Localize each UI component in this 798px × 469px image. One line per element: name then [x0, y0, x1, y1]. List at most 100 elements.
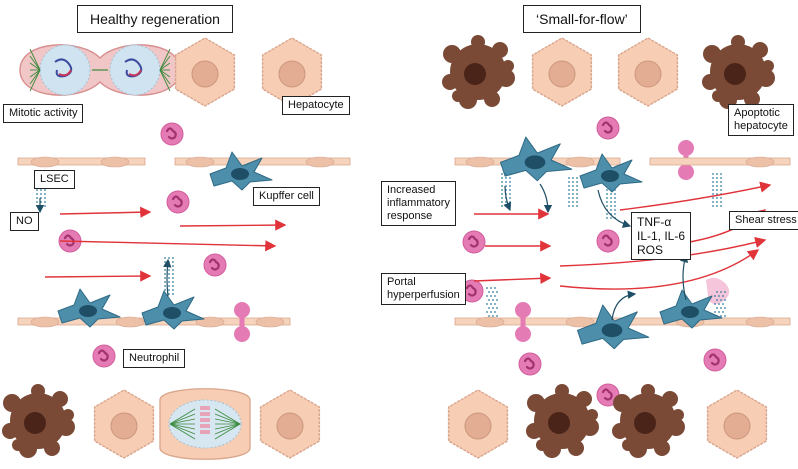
neutrophil-nucleus	[601, 234, 613, 247]
no-dot	[501, 197, 503, 199]
neutrophil-part-top	[234, 302, 250, 318]
hepatocyte-cell	[531, 37, 593, 107]
lsec-nucleus	[565, 316, 595, 328]
no-dot	[168, 257, 170, 259]
no-dot	[44, 193, 46, 195]
apoptotic-nucleus	[548, 412, 570, 434]
no-dot	[606, 213, 608, 215]
lsec-endothelium	[649, 156, 791, 168]
no-dot	[568, 177, 570, 179]
lsec-nucleus	[565, 156, 595, 168]
hepatocyte-nucleus	[278, 60, 306, 88]
neutrophil	[596, 116, 620, 140]
no-dot	[172, 281, 174, 283]
spindle-fiber	[214, 418, 241, 425]
no-dot	[488, 291, 490, 293]
spindle-fiber	[159, 48, 171, 71]
no-dot	[712, 177, 714, 179]
ruptured-neutrophil	[706, 277, 730, 304]
cytokine-tnf: TNF-α	[637, 215, 672, 229]
no-release-dots	[568, 177, 578, 207]
label-mitotic-activity: Mitotic activity	[3, 104, 84, 123]
neutrophil-nucleus	[465, 284, 477, 297]
spindle-fiber	[29, 69, 41, 85]
no-dot	[610, 197, 612, 199]
no-dot	[614, 205, 616, 207]
apoptotic-bleb	[672, 409, 684, 421]
neutrophil-part-bottom	[234, 326, 250, 342]
no-dot	[714, 303, 716, 305]
hepatocyte-cell	[261, 37, 323, 107]
apoptotic-nucleus	[724, 63, 746, 85]
neutrophil-nucleus	[708, 353, 720, 366]
apoptotic-bleb	[443, 45, 461, 63]
no-dot	[712, 197, 714, 199]
spindle-fiber	[29, 62, 41, 71]
kupffer-cell	[579, 153, 643, 193]
no-dot	[716, 173, 718, 175]
apoptotic-nucleus	[464, 63, 486, 85]
apoptotic-bleb	[527, 394, 545, 412]
kupffer-cell	[141, 290, 205, 330]
no-dot	[505, 173, 507, 175]
no-dot	[505, 205, 507, 207]
no-dot	[716, 197, 718, 199]
lsec-nucleus	[465, 156, 495, 168]
no-dot	[614, 197, 616, 199]
no-dot	[614, 189, 616, 191]
no-dot	[164, 277, 166, 279]
no-dot	[36, 197, 38, 199]
no-dot	[172, 289, 174, 291]
apoptotic-bleb	[703, 45, 721, 63]
apoptotic-bleb	[757, 69, 775, 87]
kupffer-nucleus	[79, 305, 97, 317]
neutrophil-body	[203, 253, 227, 277]
neutrophil-nucleus	[165, 127, 177, 140]
no-dot	[614, 209, 616, 211]
spindle-fiber	[169, 408, 196, 425]
apoptotic-bleb	[502, 60, 514, 72]
no-dot	[712, 181, 714, 183]
no-dot	[172, 257, 174, 259]
no-dot	[505, 181, 507, 183]
neutrophil	[203, 253, 227, 277]
neutrophil-part-top	[515, 302, 531, 318]
apoptotic-bleb	[731, 35, 745, 49]
no-dot	[610, 217, 612, 219]
no-dot	[168, 293, 170, 295]
hepatocyte-cell	[93, 389, 155, 459]
no-dot	[614, 213, 616, 215]
neutrophil-body	[518, 352, 542, 376]
no-dot	[716, 177, 718, 179]
no-dot	[576, 189, 578, 191]
kupffer-nucleus	[163, 307, 181, 319]
cytokine-ros: ROS	[637, 243, 664, 257]
no-dot	[712, 201, 714, 203]
hepatocyte-nucleus	[464, 412, 492, 440]
no-dot	[488, 315, 490, 317]
neutrophil-body	[462, 230, 486, 254]
spindle-fiber	[169, 423, 196, 440]
no-dot	[492, 315, 494, 317]
neutrophil-neck	[239, 316, 245, 328]
no-dot	[164, 273, 166, 275]
no-dot	[486, 295, 488, 297]
hepatocyte-nucleus	[110, 412, 138, 440]
no-dot	[572, 193, 574, 195]
hepatocyte-nucleus	[634, 60, 662, 88]
kupffer-cell	[577, 304, 650, 350]
no-dot	[172, 293, 174, 295]
no-dot	[168, 285, 170, 287]
no-dot	[610, 201, 612, 203]
no-dot	[610, 193, 612, 195]
no-dot	[36, 201, 38, 203]
no-dot	[490, 303, 492, 305]
neutrophil	[92, 344, 116, 368]
chromatin	[128, 69, 142, 77]
lsec-nucleus	[475, 316, 505, 328]
hepatocyte-nucleus	[548, 60, 576, 88]
no-dot	[572, 189, 574, 191]
no-dot	[501, 205, 503, 207]
apoptotic-bleb	[526, 423, 542, 439]
